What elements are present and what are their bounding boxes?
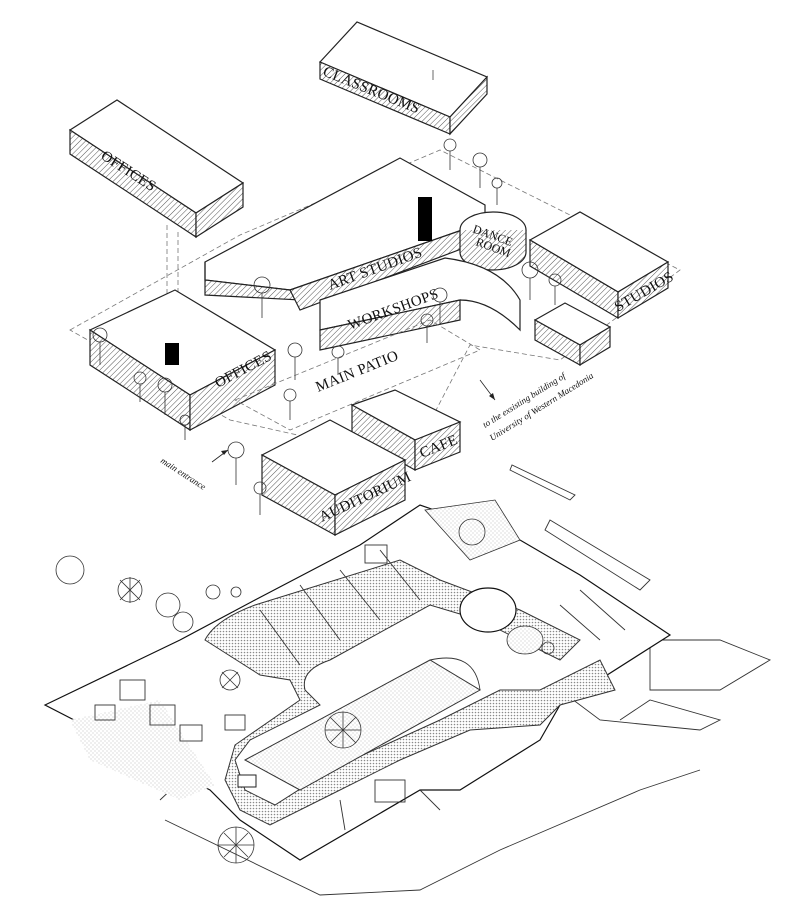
plan-trees bbox=[55, 518, 555, 864]
circulation-path bbox=[204, 559, 616, 826]
core-plan bbox=[237, 774, 257, 788]
auditorium-block: AUDITORIUM bbox=[260, 419, 414, 537]
offices-lower-block: OFFICES bbox=[88, 289, 277, 432]
dance-room-plan bbox=[459, 587, 517, 633]
studios-block: STUDIOS bbox=[528, 211, 677, 367]
landscape-stipple-north bbox=[424, 499, 521, 561]
entrance-arrow-head bbox=[221, 450, 228, 455]
site-slab bbox=[69, 149, 681, 461]
landscape-stipple-west bbox=[70, 700, 215, 800]
trees-upper bbox=[92, 138, 562, 515]
circulation-core-upper bbox=[418, 197, 432, 241]
existing-building-arrow-head bbox=[489, 393, 495, 400]
classrooms-block: CLASSROOMS bbox=[318, 21, 489, 136]
interior-walls bbox=[94, 544, 626, 831]
art-studios-block: ART STUDIOS bbox=[204, 157, 486, 311]
circulation-core-lower bbox=[165, 343, 179, 365]
workshops-block: WORKSHOPS bbox=[319, 257, 521, 351]
offices-upper-block: OFFICES bbox=[68, 99, 245, 350]
small-court-plan bbox=[506, 625, 544, 655]
main-entrance-note: main entrance bbox=[159, 455, 208, 492]
dance-room-block: DANCE ROOM bbox=[459, 211, 527, 271]
ground-floor-plan bbox=[43, 464, 772, 896]
